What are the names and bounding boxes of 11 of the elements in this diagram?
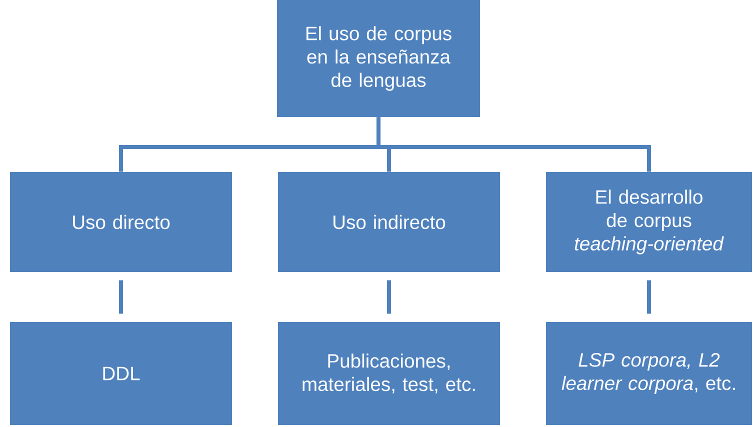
process-box: Publicaciones, materiales, test, etc. [278,322,500,425]
process-box: El uso de corpus en la enseñanza de lenguas [277,0,480,117]
process-box: Uso indirecto [278,172,500,272]
process-box: LSP corpora, L2 learner corpora, etc. [546,322,752,425]
connector-line [387,280,391,314]
process-box: Uso directo [10,172,232,272]
connector-line [647,280,651,314]
process-box: DDL [10,322,232,425]
connector-line [119,280,123,314]
connector-line [376,117,651,172]
process-box: El desarrollo de corpus teaching-oriented [546,172,752,272]
